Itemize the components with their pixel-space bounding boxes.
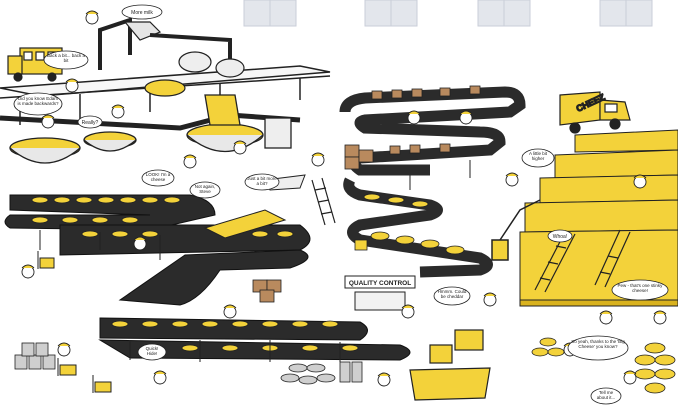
bubble-text: Back a bit... back a bit [46,53,86,63]
bubble-text: Not again, Steve [194,184,216,194]
mouse [459,110,473,125]
mouse [85,10,99,25]
bubble-text: Quick! Hide! [145,346,159,356]
mouse [401,304,415,319]
bubble-pew: Pew - that's one stinky cheese! [611,279,669,301]
bubble-cheddar: Hmmm. Could be cheddar [433,286,471,306]
factory-windows [243,0,653,27]
quality-control-station: QUALITY CONTROL [344,275,416,311]
svg-text:More milk: More milk [131,10,153,16]
ladder-left [311,177,336,226]
bubble-look-cheese: LOOK! I'm a cheese [141,169,175,187]
mouse [377,372,391,387]
bubble-text: Did you know Edam is made backwards? [17,96,59,106]
lift-crane [491,199,541,261]
bubble-text: Pew - that's one stinky cheese! [617,283,663,293]
cheese-rounds-left [31,196,359,352]
bubble-not-again: Not again, Steve [189,181,221,199]
bubble-text: A little bit higher [528,151,547,161]
mouse [599,310,613,325]
mouse [41,114,55,129]
warehouse-ladders [534,229,631,293]
mouse [133,236,147,251]
forklifts [37,251,112,393]
bubble-text: So yeah, thanks to the 'Big Cheese' you … [571,339,625,349]
bubble-text: Hmmm. Could be cheddar [437,289,467,299]
cheese-vats [9,94,292,164]
mice-workers [21,10,667,387]
mouse [483,292,497,307]
cheese-tub [409,329,491,401]
cheese-stack-right [531,337,676,394]
left-conveyor [4,194,411,361]
mouse [653,310,667,325]
bubble-quick-hide: Quick! Hide! [137,343,167,361]
mouse [233,140,247,155]
mouse [57,342,71,357]
mouse [407,110,421,125]
cheez-truck: CHEEZ [559,91,631,134]
speech-bubbles: More milk Back a bit... back a bit Did y… [13,4,669,405]
milk-truck [7,47,63,82]
bubble-whoa: Whoa! [547,229,573,243]
svg-text:Really?: Really? [82,120,99,126]
milk-cans [14,342,363,385]
mouse [153,370,167,385]
bubble-really: Really? [77,115,103,129]
bubble-little-higher: A little bit higher [521,148,555,168]
bubble-edam: Did you know Edam is made backwards? [13,92,63,116]
bubble-back-bit: Back a bit... back a bit [43,50,89,70]
mouse [633,174,647,189]
quality-control-sign [344,275,416,289]
quality-control-label: QUALITY CONTROL [349,280,411,287]
bubble-big-cheese: So yeah, thanks to the 'Big Cheese' you … [567,335,629,361]
cheese-boxes [252,85,481,303]
bubble-text: Tell me about it... [596,390,616,400]
svg-text:Whoa!: Whoa! [553,234,567,240]
mouse [65,78,79,93]
mouse [183,154,197,169]
mouse [223,304,237,319]
mouse [21,264,35,279]
mouse [311,152,325,167]
bubble-just-a-bit: Just a bit more a bit? [244,173,280,191]
bubble-text: Just a bit more a bit? [247,176,277,186]
bubble-more-milk: More milk [121,4,163,20]
belt-supports [39,160,471,362]
bubble-tell-me: Tell me about it... [590,387,622,405]
mouse [623,370,637,385]
bubble-text: LOOK! I'm a cheese [145,172,171,182]
mouse [111,104,125,119]
cheese-rounds-center [354,193,465,255]
mouse [505,172,519,187]
